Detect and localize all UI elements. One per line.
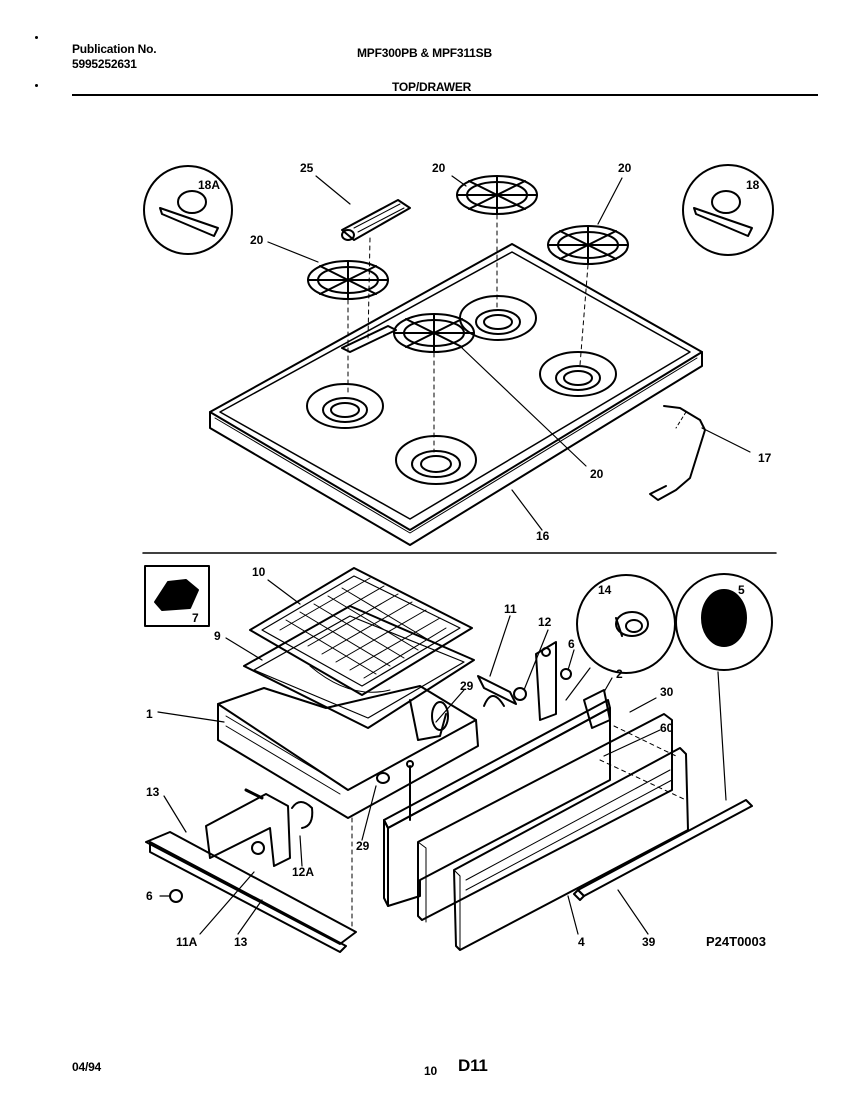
- callout-18A: 18A: [198, 178, 220, 192]
- screw-29: [406, 760, 414, 821]
- callout-17: 17: [758, 451, 772, 465]
- trim-piece-25: [341, 199, 411, 241]
- inset-18A: [143, 165, 233, 255]
- inset-14: [576, 574, 676, 674]
- callout-20: 20: [432, 161, 446, 175]
- model-numbers: MPF300PB & MPF311SB: [357, 46, 492, 60]
- callout-10: 10: [252, 565, 266, 579]
- callout-25: 25: [300, 161, 314, 175]
- callout-14: 14: [598, 583, 612, 597]
- broiler-grid-10: [249, 567, 473, 696]
- drawer-alignment-lines: [351, 725, 687, 929]
- callout-18: 18: [746, 178, 760, 192]
- drawer-body-1: [217, 685, 479, 819]
- drawer-front-60: [417, 713, 673, 923]
- callout-13: 13: [234, 935, 248, 949]
- publication-label: Publication No.: [72, 42, 157, 56]
- callout-13: 13: [146, 785, 160, 799]
- callout-12: 12: [538, 615, 552, 629]
- margin-dot: [35, 84, 38, 87]
- callout-30: 30: [660, 685, 674, 699]
- callout-20: 20: [250, 233, 264, 247]
- wire-17: [649, 405, 706, 501]
- callout-1: 1: [146, 707, 153, 721]
- page-number: 10: [424, 1064, 437, 1078]
- callout-29: 29: [460, 679, 474, 693]
- burner-grate-left: [307, 260, 389, 300]
- section-title: TOP/DRAWER: [392, 80, 472, 94]
- callout-16: 16: [536, 529, 550, 543]
- leader-lines-bottom: [157, 579, 727, 935]
- callout-60: 60: [660, 721, 674, 735]
- burner-grate-right: [547, 225, 629, 265]
- drawer-rail-13: [145, 788, 357, 953]
- footer-date: 04/94: [72, 1060, 102, 1074]
- callout-6: 6: [568, 637, 575, 651]
- vent-slot: [341, 325, 397, 353]
- callout-11A: 11A: [176, 935, 198, 949]
- callout-labels: 18A 25 20 20 18 20 17 20 16 10 7 9 11 12…: [146, 161, 772, 949]
- burner-grate-front: [393, 313, 475, 353]
- header-rule: [72, 94, 818, 96]
- callout-20: 20: [590, 467, 604, 481]
- burner-well-right: [539, 351, 617, 397]
- page-code: D11: [458, 1056, 488, 1075]
- alignment-lines: [347, 214, 589, 453]
- callout-11: 11: [504, 602, 517, 616]
- callout-7: 7: [192, 611, 199, 625]
- broiler-pan-9: [243, 605, 475, 729]
- drawing-id: P24T0003: [706, 934, 766, 949]
- callout-20: 20: [618, 161, 632, 175]
- burner-well-left: [306, 383, 384, 429]
- inset-18: [682, 164, 774, 256]
- burner-well-back: [459, 295, 537, 341]
- callout-29: 29: [356, 839, 370, 853]
- inset-7: [144, 565, 210, 627]
- callout-39: 39: [642, 935, 656, 949]
- leader-lines-top: [267, 175, 751, 531]
- callout-9: 9: [214, 629, 221, 643]
- drawer-panel-30: [383, 699, 611, 907]
- trim-strip-39: [573, 799, 753, 901]
- burner-grate-back: [456, 175, 538, 215]
- publication-number: 5995252631: [72, 57, 137, 71]
- callout-4: 4: [578, 935, 585, 949]
- bracket-11-12: [477, 641, 572, 721]
- inset-5: [675, 573, 773, 671]
- callout-6: 6: [146, 889, 153, 903]
- callout-12A: 12A: [292, 865, 314, 879]
- burner-well-front: [395, 435, 477, 485]
- callout-2: 2: [616, 667, 623, 681]
- cooktop-top-panel: [209, 243, 703, 546]
- margin-dot: [35, 36, 38, 39]
- callout-5: 5: [738, 583, 745, 597]
